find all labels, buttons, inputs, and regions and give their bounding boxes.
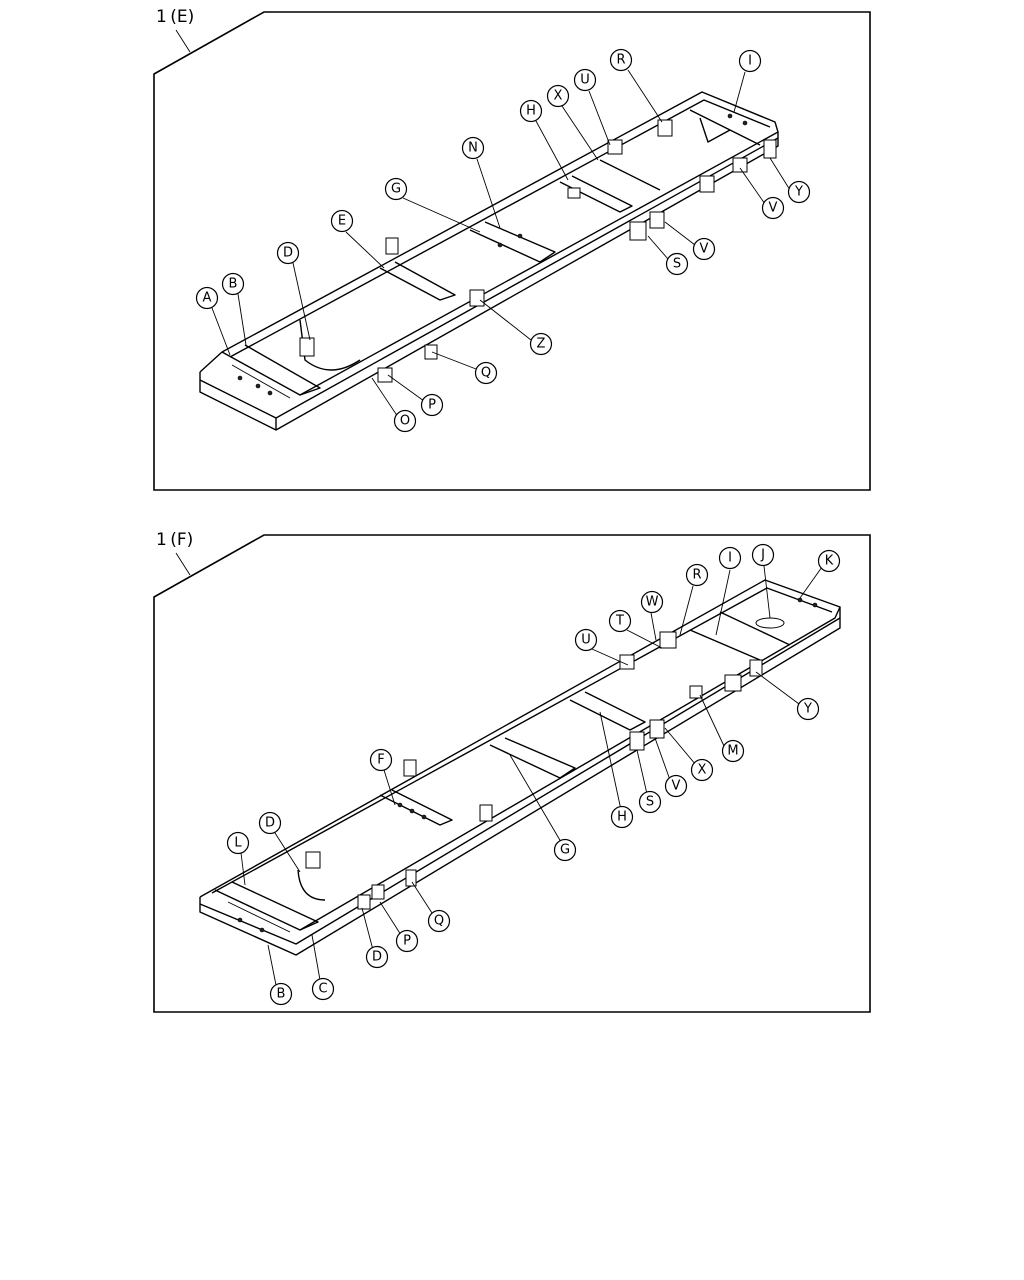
callout-q: Q xyxy=(427,909,451,933)
callout-m: M xyxy=(721,739,745,763)
panel-e-label: 1 (E) xyxy=(156,7,194,27)
svg-text:G: G xyxy=(391,182,401,197)
callout-r: R xyxy=(609,48,633,72)
callout-b: B xyxy=(269,982,293,1006)
svg-text:B: B xyxy=(277,987,286,1002)
callout-x: X xyxy=(546,84,570,108)
svg-text:Y: Y xyxy=(794,185,803,200)
callout-s: S xyxy=(638,790,662,814)
callout-h: H xyxy=(519,99,543,123)
svg-text:O: O xyxy=(400,414,410,429)
svg-text:I: I xyxy=(728,551,732,566)
callout-b: B xyxy=(221,272,245,296)
callout-e: E xyxy=(330,209,354,233)
svg-text:X: X xyxy=(698,763,707,778)
callout-d-2: D xyxy=(365,945,389,969)
panel-f-label-leader xyxy=(175,552,191,576)
callout-k: K xyxy=(817,549,841,573)
callout-p: P xyxy=(395,929,419,953)
callout-z: Z xyxy=(529,332,553,356)
svg-text:V: V xyxy=(700,242,709,257)
callout-g: G xyxy=(553,838,577,862)
svg-text:K: K xyxy=(825,554,834,569)
svg-text:M: M xyxy=(727,744,738,759)
callout-h: H xyxy=(610,805,634,829)
svg-text:Q: Q xyxy=(481,366,491,381)
callout-i: I xyxy=(738,49,762,73)
panel-e-frame xyxy=(153,11,871,491)
svg-text:D: D xyxy=(372,950,382,965)
svg-text:P: P xyxy=(403,934,411,949)
svg-text:D: D xyxy=(265,816,275,831)
panel-e-label-leader xyxy=(175,29,191,53)
callout-q: Q xyxy=(474,361,498,385)
callout-u: U xyxy=(573,68,597,92)
callout-t: T xyxy=(608,609,632,633)
callout-c: C xyxy=(311,977,335,1001)
panel-f-label: 1 (F) xyxy=(156,530,193,550)
chassis-frame-f xyxy=(199,579,841,956)
svg-text:S: S xyxy=(673,257,681,272)
svg-text:A: A xyxy=(203,291,212,306)
leaders-f xyxy=(240,565,823,986)
callout-p: P xyxy=(420,393,444,417)
callout-a: A xyxy=(195,286,219,310)
svg-text:V: V xyxy=(672,779,681,794)
callout-n: N xyxy=(461,136,485,160)
svg-text:S: S xyxy=(646,795,654,810)
callout-s: S xyxy=(665,252,689,276)
svg-text:E: E xyxy=(338,214,346,229)
svg-text:Q: Q xyxy=(434,914,444,929)
callout-y: Y xyxy=(787,180,811,204)
svg-text:V: V xyxy=(769,201,778,216)
svg-text:X: X xyxy=(554,89,563,104)
svg-text:N: N xyxy=(468,141,478,156)
svg-text:R: R xyxy=(616,53,625,68)
callout-x: X xyxy=(690,758,714,782)
svg-text:F: F xyxy=(377,753,384,768)
svg-text:H: H xyxy=(617,810,627,825)
callout-j: J xyxy=(751,543,775,567)
svg-text:D: D xyxy=(283,246,293,261)
panel-f: 1 (F) xyxy=(153,530,871,1013)
svg-text:P: P xyxy=(428,398,436,413)
svg-text:U: U xyxy=(581,633,591,648)
panel-e: 1 (E) xyxy=(153,7,871,491)
svg-text:U: U xyxy=(580,73,590,88)
callout-l: L xyxy=(226,831,250,855)
chassis-frame-e xyxy=(199,91,779,431)
callout-d-1: D xyxy=(258,811,282,835)
leaders-e xyxy=(211,69,791,418)
callout-d: D xyxy=(276,241,300,265)
callout-v-2: V xyxy=(692,237,716,261)
callout-g: G xyxy=(384,177,408,201)
svg-text:B: B xyxy=(229,277,238,292)
svg-text:G: G xyxy=(560,843,570,858)
callout-r: R xyxy=(685,563,709,587)
svg-text:R: R xyxy=(692,568,701,583)
callout-o: O xyxy=(393,409,417,433)
callout-v: V xyxy=(664,774,688,798)
svg-text:T: T xyxy=(615,614,624,629)
panel-f-frame xyxy=(153,534,871,1013)
callout-u: U xyxy=(574,628,598,652)
callout-v-1: V xyxy=(761,196,785,220)
svg-text:H: H xyxy=(526,104,536,119)
svg-text:J: J xyxy=(760,548,765,563)
svg-text:Y: Y xyxy=(803,702,812,717)
svg-text:I: I xyxy=(748,54,752,69)
svg-text:W: W xyxy=(646,595,659,610)
callout-f: F xyxy=(369,748,393,772)
svg-text:C: C xyxy=(318,982,327,997)
svg-text:Z: Z xyxy=(537,337,546,352)
callout-w: W xyxy=(640,590,664,614)
svg-text:L: L xyxy=(234,836,242,851)
callout-i: I xyxy=(718,546,742,570)
callout-y: Y xyxy=(796,697,820,721)
